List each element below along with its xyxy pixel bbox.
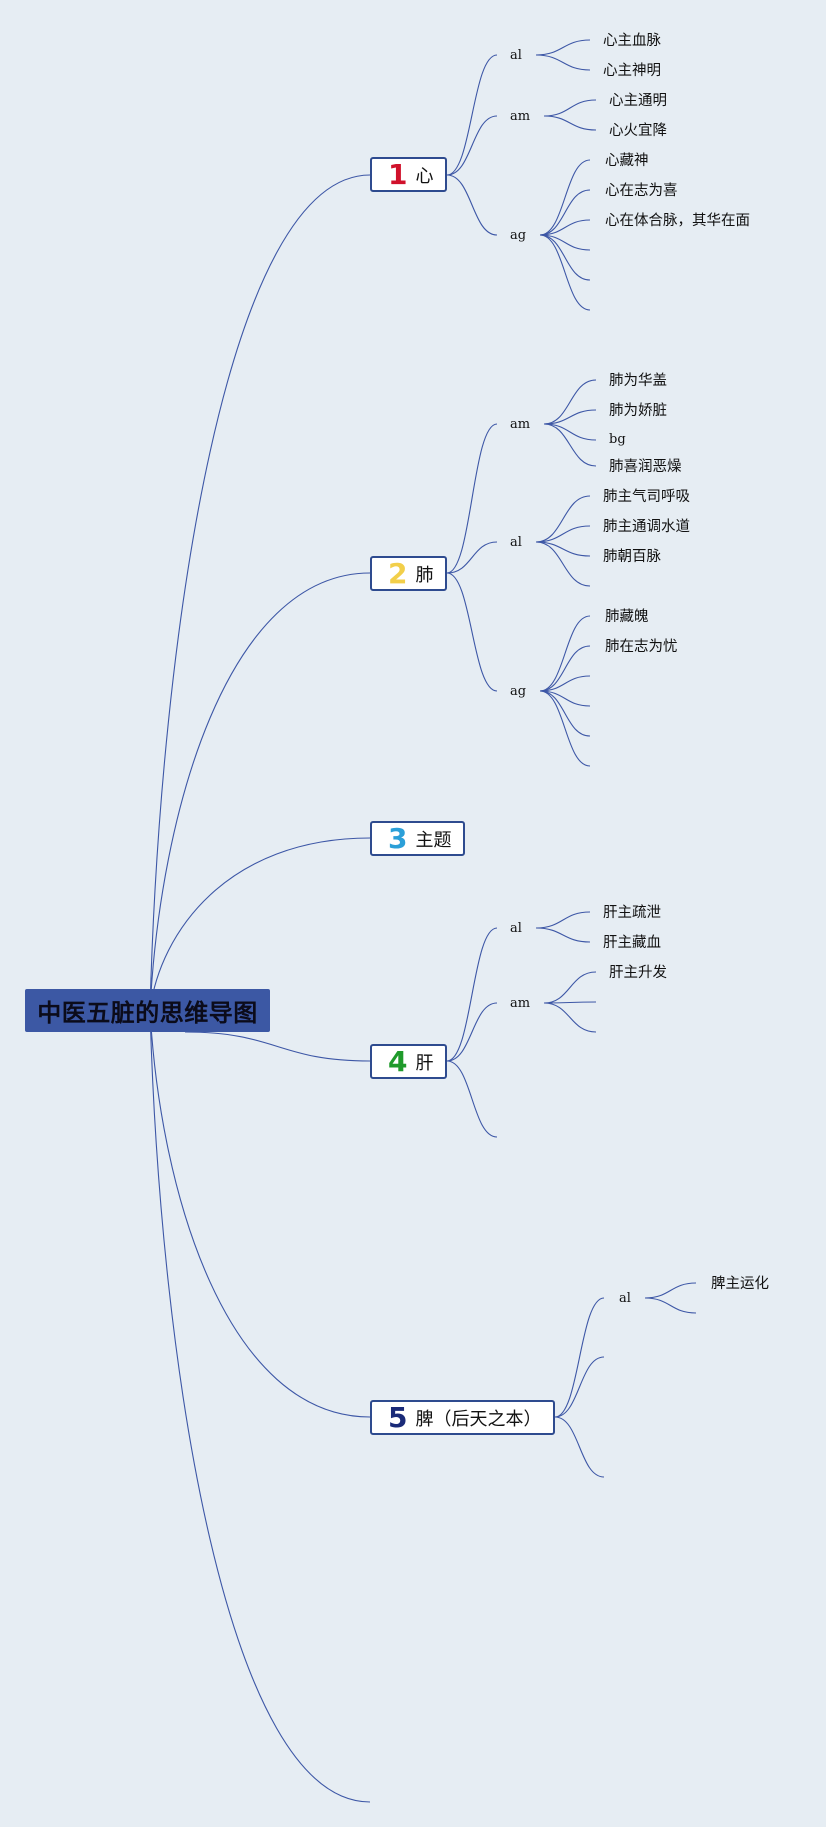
edge-spleen-al-2 bbox=[644, 1297, 697, 1314]
subtopic-lung-am[interactable]: am bbox=[510, 417, 531, 432]
leaf-lung-3[interactable]: 肺喜润恶燥 bbox=[609, 459, 682, 475]
topic-label: 脾（后天之本） bbox=[415, 1408, 542, 1430]
leaf-heart-1[interactable]: 心主血脉 bbox=[603, 33, 661, 49]
edge-heart-ag-4 bbox=[539, 234, 591, 251]
edge-lung-am-4 bbox=[543, 423, 597, 467]
edge-lung-am bbox=[446, 423, 498, 574]
subtopic-spleen-al[interactable]: al bbox=[619, 1291, 631, 1306]
leaf-lung-1[interactable]: 肺为华盖 bbox=[609, 373, 667, 389]
edge-liver-al-2 bbox=[535, 927, 591, 943]
edge-heart-al bbox=[446, 54, 498, 176]
edge-root-spleen bbox=[149, 1009, 371, 1418]
edge-lung-am-1 bbox=[543, 379, 597, 425]
leaf-liver-1[interactable]: 肝主疏泄 bbox=[603, 905, 661, 921]
edge-spleen-al bbox=[554, 1297, 605, 1418]
edge-root-lung bbox=[149, 572, 371, 1011]
edge-lung-am-2 bbox=[543, 409, 597, 425]
leaf-lung-8[interactable]: 肺在志为忧 bbox=[605, 639, 678, 655]
topic-main[interactable]: 3 主题 bbox=[370, 821, 465, 856]
leaf-heart-6[interactable]: 心在志为喜 bbox=[605, 183, 678, 199]
topic-number: 5 bbox=[388, 1400, 408, 1434]
topic-label: 心 bbox=[415, 165, 434, 187]
edge-root-extra bbox=[149, 1009, 371, 1803]
leaf-liver-2[interactable]: 肝主藏血 bbox=[603, 935, 661, 951]
edge-heart-ag-3 bbox=[539, 219, 591, 236]
edge-spleen-al-1 bbox=[644, 1282, 697, 1299]
subtopic-lung-al[interactable]: al bbox=[510, 535, 522, 550]
leaf-liver-3[interactable]: 肝主升发 bbox=[609, 965, 667, 981]
leaf-lung-6[interactable]: 肺朝百脉 bbox=[603, 549, 661, 565]
edge-lung-ag-5 bbox=[539, 690, 591, 737]
edge-lung-ag-1 bbox=[539, 615, 591, 692]
leaf-heart-3[interactable]: 心主通明 bbox=[609, 93, 667, 109]
edge-liver-al bbox=[446, 927, 498, 1062]
subtopic-lung-ag[interactable]: ag bbox=[510, 684, 527, 699]
edge-lung-al bbox=[446, 541, 498, 574]
edge-heart-ag bbox=[446, 174, 498, 236]
edge-heart-al-1 bbox=[535, 39, 591, 56]
root-topic[interactable]: 中医五脏的思维导图 bbox=[25, 989, 270, 1032]
topic-number: 4 bbox=[388, 1044, 408, 1078]
leaf-heart-7[interactable]: 心在体合脉，其华在面 bbox=[605, 213, 750, 229]
edge-lung-al-3 bbox=[535, 541, 591, 557]
edge-lung-al-4 bbox=[535, 541, 591, 587]
subtopic-liver-am[interactable]: am bbox=[510, 996, 531, 1011]
topic-lung[interactable]: 2 肺 bbox=[370, 556, 447, 591]
leaf-heart-5[interactable]: 心藏神 bbox=[605, 153, 649, 169]
topic-label: 肺 bbox=[415, 564, 434, 586]
edge-liver-am bbox=[446, 1002, 498, 1062]
edge-heart-am-2 bbox=[543, 115, 597, 131]
edge-lung-ag-6 bbox=[539, 690, 591, 767]
edge-lung-ag-4 bbox=[539, 690, 591, 707]
edge-liver-al-1 bbox=[535, 911, 591, 929]
edge-lung-ag-2 bbox=[539, 645, 591, 692]
subtopic-liver-al[interactable]: al bbox=[510, 921, 522, 936]
edge-root-heart bbox=[149, 174, 371, 1011]
topic-number: 2 bbox=[388, 556, 408, 590]
leaf-lung-5[interactable]: 肺主通调水道 bbox=[603, 519, 690, 535]
edge-heart-ag-5 bbox=[539, 234, 591, 281]
leaf-lung-4[interactable]: 肺主气司呼吸 bbox=[603, 489, 690, 505]
edge-root-liver bbox=[184, 1031, 371, 1062]
leaf-heart-4[interactable]: 心火宜降 bbox=[609, 123, 667, 139]
edge-spleen-empty-1 bbox=[554, 1356, 605, 1418]
subtopic-heart-al[interactable]: al bbox=[510, 48, 522, 63]
leaf-lung-2[interactable]: 肺为娇脏 bbox=[609, 403, 667, 419]
edge-heart-al-2 bbox=[535, 54, 591, 71]
edge-heart-ag-6 bbox=[539, 234, 591, 311]
topic-number: 1 bbox=[388, 157, 408, 191]
root-topic-label: 中医五脏的思维导图 bbox=[37, 999, 258, 1027]
edge-liver-am-1 bbox=[543, 971, 597, 1004]
edge-liver-am-2 bbox=[543, 1001, 597, 1004]
edge-liver-empty bbox=[446, 1060, 498, 1138]
edge-lung-am-3 bbox=[543, 423, 597, 441]
topic-liver[interactable]: 4 肝 bbox=[370, 1044, 447, 1079]
leaf-lung-7[interactable]: 肺藏魄 bbox=[605, 609, 649, 625]
leaf-lung-bg[interactable]: bg bbox=[609, 432, 626, 447]
edge-heart-am bbox=[446, 115, 498, 176]
leaf-spleen-1[interactable]: 脾主运化 bbox=[711, 1276, 769, 1292]
edge-root-main bbox=[149, 837, 371, 1011]
edge-liver-am-3 bbox=[543, 1002, 597, 1033]
edge-lung-ag bbox=[446, 572, 498, 692]
subtopic-heart-am[interactable]: am bbox=[510, 109, 531, 124]
subtopic-heart-ag[interactable]: ag bbox=[510, 228, 527, 243]
edge-lung-ag-3 bbox=[539, 675, 591, 692]
topic-label: 肝 bbox=[415, 1052, 434, 1074]
edge-spleen-empty-2 bbox=[554, 1416, 605, 1478]
topic-number: 3 bbox=[388, 821, 408, 855]
edge-heart-ag-2 bbox=[539, 189, 591, 236]
leaf-heart-2[interactable]: 心主神明 bbox=[603, 63, 661, 79]
topic-spleen[interactable]: 5 脾（后天之本） bbox=[370, 1400, 555, 1435]
topic-heart[interactable]: 1 心 bbox=[370, 157, 447, 192]
topic-label: 主题 bbox=[415, 829, 452, 851]
edge-heart-am-1 bbox=[543, 99, 597, 117]
edge-lung-al-2 bbox=[535, 525, 591, 543]
edge-lung-al-1 bbox=[535, 495, 591, 543]
edge-heart-ag-1 bbox=[539, 159, 591, 236]
